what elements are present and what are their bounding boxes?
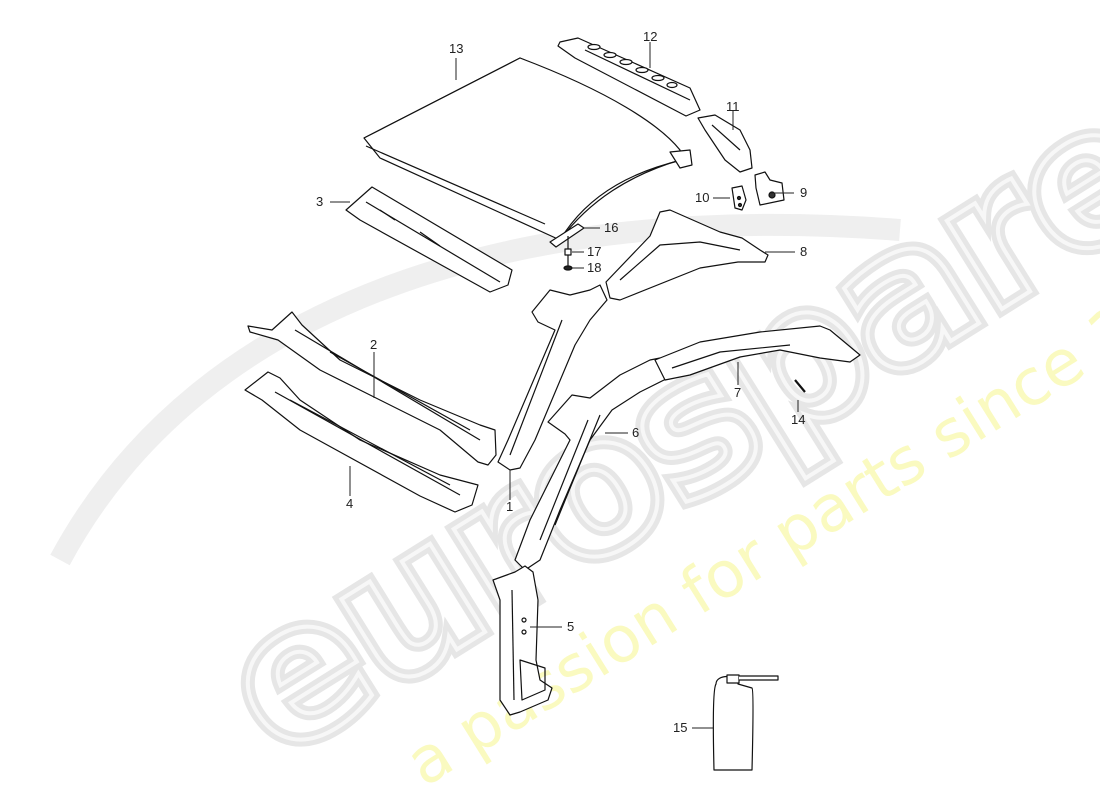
- callout-12[interactable]: 12: [643, 29, 658, 44]
- leader-lines: [330, 42, 799, 729]
- part-8-c-pillar-panel[interactable]: [605, 209, 769, 301]
- part-6-a-pillar-outer[interactable]: [514, 357, 669, 571]
- part-5-b-pillar-lower[interactable]: [492, 565, 553, 716]
- callout-8[interactable]: 8: [800, 244, 808, 259]
- callout-18[interactable]: 18: [587, 260, 602, 275]
- part-15-spray-can[interactable]: [712, 674, 779, 771]
- callout-17[interactable]: 17: [587, 244, 602, 259]
- callout-7[interactable]: 7: [734, 385, 742, 400]
- callout-16[interactable]: 16: [604, 220, 619, 235]
- callout-3[interactable]: 3: [316, 194, 324, 209]
- callout-4[interactable]: 4: [346, 496, 354, 511]
- part-7-roof-side-rail[interactable]: [654, 325, 861, 381]
- part-2-windshield-frame-upper[interactable]: [247, 311, 497, 466]
- part-3-rear-cross-member[interactable]: [345, 186, 513, 293]
- callout-14[interactable]: 14: [791, 412, 806, 427]
- part-17-nut[interactable]: [564, 248, 572, 256]
- callout-15[interactable]: 15: [673, 720, 688, 735]
- part-10-small-bracket[interactable]: [731, 185, 747, 211]
- part-4-windshield-frame-lower[interactable]: [244, 371, 479, 513]
- callout-10[interactable]: 10: [695, 190, 710, 205]
- callout-5[interactable]: 5: [567, 619, 575, 634]
- part-14-rivet[interactable]: [794, 379, 806, 393]
- part-1-a-pillar-inner[interactable]: [497, 284, 608, 471]
- part-13-roof-panel[interactable]: [363, 57, 693, 241]
- part-18-washer[interactable]: [563, 265, 573, 271]
- part-11-corner-reinforcement[interactable]: [697, 114, 753, 173]
- callout-11[interactable]: 11: [726, 99, 740, 114]
- part-12-front-cross-member[interactable]: [557, 37, 701, 117]
- part-9-bracket[interactable]: [754, 171, 785, 206]
- callout-6[interactable]: 6: [632, 425, 640, 440]
- callout-9[interactable]: 9: [800, 185, 808, 200]
- callout-2[interactable]: 2: [370, 337, 378, 352]
- callout-1[interactable]: 1: [506, 499, 514, 514]
- callout-13[interactable]: 13: [449, 41, 464, 56]
